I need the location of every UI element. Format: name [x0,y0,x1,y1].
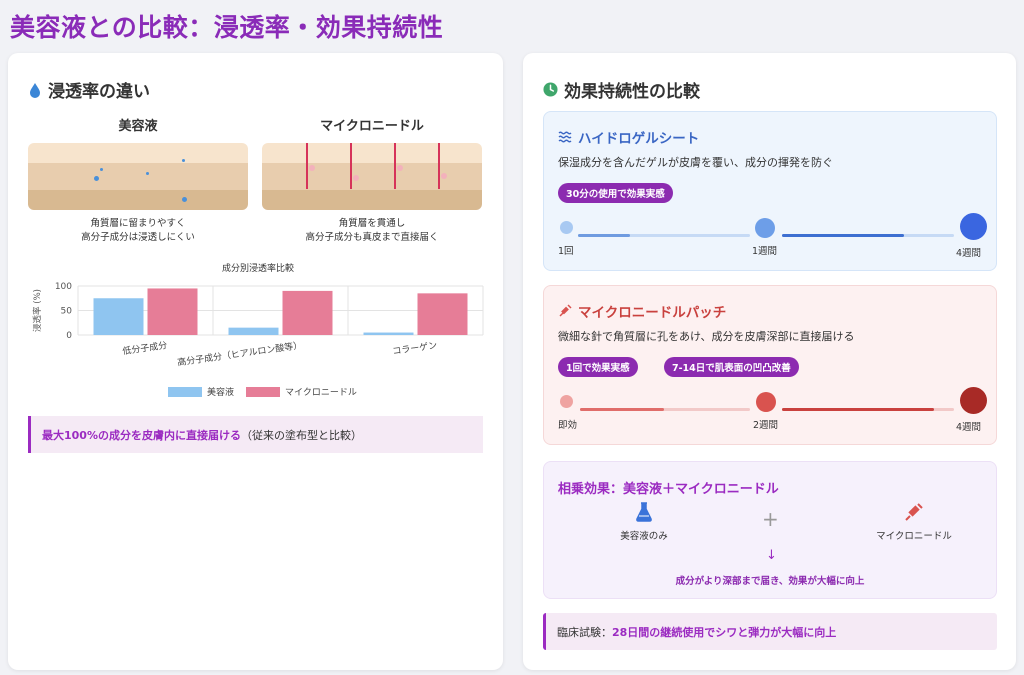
x-tick-label: 低分子成分 [122,339,168,357]
bar-microneedle [282,290,333,335]
penetration-heading: 浸透率の違い [28,77,150,102]
timeline-segment-fill [782,408,934,411]
needle-line [350,143,352,189]
chart-title: 成分別浸透率比較 [222,262,294,274]
hydrogel-badge: 30分の使用で効果実感 [558,183,673,203]
penetration-card: 浸透率の違い 美容液 角質層に留まりやすく 高分子成分は浸透しにくい マイクロニ… [8,53,503,670]
patch-desc: 微細な針で角質層に孔をあけ、成分を皮膚深部に直接届ける [558,330,855,343]
bar-serum [228,327,279,335]
page-title: 美容液との比較：浸透率・効果持続性 [10,13,444,42]
timeline-node-large [960,213,987,240]
patch-badge-2: 7-14日で肌表面の凹凸改善 [664,357,799,377]
serum-particle [182,197,187,202]
timeline-label-end: 4週間 [956,422,982,433]
y-axis-label: 浸透率 (%) [32,289,43,332]
absorption-glow [353,175,359,181]
patch-timeline: 即効 2週間 4週間 [558,386,988,436]
needle-title: マイクロニードル [320,119,424,134]
serum-title: 美容液 [118,119,158,134]
synergy-result: 成分がより深部まで届き、効果が大幅に向上 [675,576,865,587]
microneedle-item: マイクロニードル [854,502,974,542]
flask-icon [636,502,652,522]
y-tick-label: 100 [55,282,72,292]
absorption-glow [309,165,315,171]
patch-panel: マイクロニードルパッチ 微細な針で角質層に孔をあけ、成分を皮膚深部に直接届ける … [543,285,997,445]
clock-icon [543,82,558,97]
synergy-panel: 相乗効果：美容液＋マイクロニードル 美容液のみ + マイクロニードル ↓ 成分が… [543,461,997,599]
needle-skin-diagram: マイクロニードル 角質層を貫通し 高分子成分も真皮まで直接届く [262,115,482,245]
clinical-trial-note: 臨床試験：28日間の継続使用でシワと弾力が大幅に向上 [543,613,997,650]
serum-caption: 角質層に留まりやすく 高分子成分は浸透しにくい [81,218,195,243]
bar-serum [363,332,414,335]
timeline-label-end: 4週間 [956,248,982,259]
needle-line [306,143,308,189]
timeline-node-small [560,221,573,234]
syringe-icon [559,304,572,317]
timeline-segment [580,408,750,411]
syringe-icon [905,503,923,521]
y-tick-label: 0 [66,331,72,341]
needle-line [394,143,396,189]
plus-sign: + [762,507,779,531]
legend-swatch [246,387,280,397]
hydrogel-heading: ハイドロゲルシート [558,127,699,147]
timeline-label-start: 即効 [558,420,578,431]
arrow-down-icon: ↓ [766,548,777,563]
synergy-title: 相乗効果：美容液＋マイクロニードル [558,482,779,497]
serum-particle [182,159,185,162]
penetration-chart: 成分別浸透率比較 0 50 100 浸透率 (%) 低分子成分高分子成分（ヒアルロン酸等）… [28,258,488,403]
patch-badge-1: 1回で効果実感 [558,357,638,377]
timeline-segment-fill [578,234,630,237]
penetration-highlight: 最大100%の成分を皮膚内に直接届ける（従来の塗布型と比較） [28,416,483,453]
skin-layers-needle [262,143,482,210]
serum-skin-diagram: 美容液 角質層に留まりやすく 高分子成分は浸透しにくい [28,115,248,245]
legend-label: マイクロニードル [285,387,357,398]
x-tick-label: 高分子成分（ヒアルロン酸等） [177,339,303,368]
serum-particle [94,176,99,181]
hydrogel-panel: ハイドロゲルシート 保湿成分を含んだゲルが皮膚を覆い、成分の揮発を防ぐ 30分の… [543,111,997,271]
hydrogel-desc: 保湿成分を含んだゲルが皮膚を覆い、成分の揮発を防ぐ [558,156,833,169]
timeline-segment-fill [782,234,904,237]
needle-caption: 角質層を貫通し 高分子成分も真皮まで直接届く [305,218,439,243]
timeline-label-mid: 2週間 [753,420,779,431]
serum-particle [146,172,149,175]
durability-card: 効果持続性の比較 ハイドロゲルシート 保湿成分を含んだゲルが皮膚を覆い、成分の揮… [523,53,1016,670]
x-tick-label: コラーゲン [392,339,438,357]
absorption-glow [397,165,403,171]
y-tick-label: 50 [61,307,73,317]
skin-layers-serum [28,143,248,210]
timeline-label-mid: 1週間 [752,246,778,257]
timeline-segment [578,234,750,237]
timeline-segment-fill [580,408,664,411]
timeline-node-large [960,387,987,414]
timeline-label-start: 1回 [558,246,574,257]
water-drop-icon [30,82,40,98]
serum-particle [100,168,103,171]
timeline-node-medium [756,392,776,412]
absorption-glow [441,173,447,179]
penetration-bar-chart: 成分別浸透率比較 0 50 100 浸透率 (%) 低分子成分高分子成分（ヒアルロン酸等）… [32,262,484,398]
needle-line [438,143,440,189]
legend-swatch [168,387,202,397]
bar-microneedle [147,288,198,335]
serum-only-item: 美容液のみ [594,502,694,542]
timeline-node-small [560,395,573,408]
timeline-node-medium [755,218,775,238]
durability-heading: 効果持続性の比較 [543,77,700,102]
patch-heading: マイクロニードルパッチ [558,301,726,321]
legend-label: 美容液 [207,386,234,398]
bar-serum [93,298,144,335]
hydrogel-timeline: 1回 1週間 4週間 [558,212,988,262]
bar-microneedle [417,293,468,335]
water-waves-icon [558,131,572,143]
